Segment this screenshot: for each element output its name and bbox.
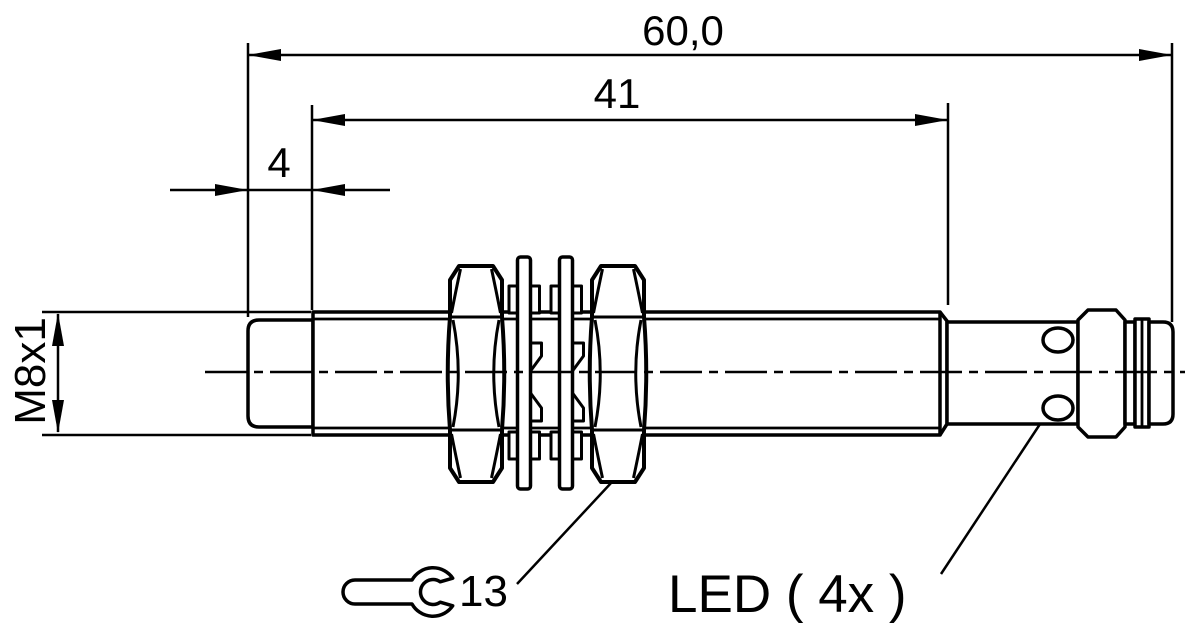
hex-chamfer-arc <box>451 319 460 428</box>
hex-nut-outline <box>445 264 507 484</box>
led-window-bottom <box>1041 394 1075 422</box>
overall-length-label: 60,0 <box>642 7 724 54</box>
hex-chamfer-arc <box>632 433 644 479</box>
dimension-lines-layer <box>42 43 1174 585</box>
hex-chamfer-arc <box>592 433 604 479</box>
hex-chamfer-arc <box>634 319 643 428</box>
arrowhead-left <box>312 114 345 126</box>
text-layer: 60,0 41 4 M8x1 13 LED ( 4x ) <box>6 7 907 624</box>
thread-length-label: 41 <box>594 70 641 117</box>
led-label: LED ( 4x ) <box>668 565 907 624</box>
dim-overall-length <box>246 43 1174 322</box>
led-leader-line <box>939 414 1048 575</box>
hex-chamfer-arc <box>592 268 604 314</box>
thread-spec-label: M8x1 <box>6 317 55 425</box>
arrowhead-down <box>52 400 64 433</box>
hex-nut-right <box>587 264 649 484</box>
hex-chamfer-arc <box>450 433 462 479</box>
wrench-icon <box>341 566 455 618</box>
sensor-nose <box>246 318 315 429</box>
tip-length-label: 4 <box>267 139 290 186</box>
dim-thread-length <box>310 103 950 310</box>
arrowhead-inward-right <box>312 184 345 196</box>
hex-chamfer-arc <box>593 319 602 428</box>
hex-chamfer-arc <box>490 433 502 479</box>
hex-chamfer-arc <box>490 268 502 314</box>
sensor-body-layer <box>246 255 1175 618</box>
wrench-size-label: 13 <box>459 567 508 616</box>
wrench-size-leader-line <box>516 467 626 585</box>
led-window-top <box>1041 326 1075 354</box>
hex-chamfer-arc <box>632 268 644 314</box>
arrowhead-inward-left <box>215 184 248 196</box>
arrowhead-right <box>1139 49 1172 61</box>
hex-nut-outline <box>587 264 649 484</box>
hex-chamfer-arc <box>492 319 501 428</box>
arrowhead-up <box>52 313 64 346</box>
arrowheads-layer <box>52 49 1172 433</box>
arrowhead-right <box>915 114 948 126</box>
collar <box>1076 308 1127 439</box>
lock-washer-2 <box>549 255 585 491</box>
hex-nut-left <box>445 264 507 484</box>
hex-chamfer-arc <box>450 268 462 314</box>
connector-tip <box>1147 320 1175 426</box>
arrowhead-left <box>248 49 281 61</box>
